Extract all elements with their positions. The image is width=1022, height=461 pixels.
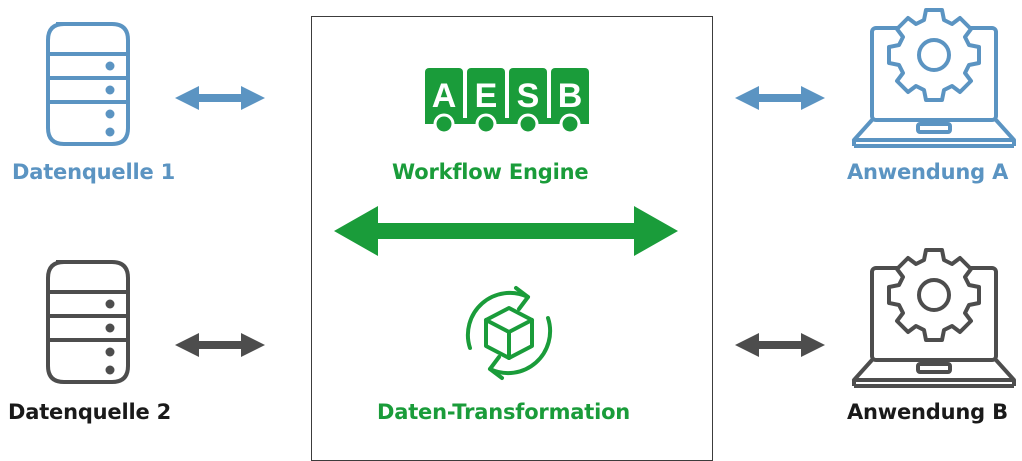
appB-label: Anwendung B (847, 400, 1008, 424)
blue-double-arrow-icon (735, 86, 825, 110)
logo-letter-s: S (517, 77, 540, 115)
logo-letter-e: E (475, 77, 498, 115)
blue-double-arrow-icon (175, 86, 265, 110)
gray-double-arrow-icon (735, 333, 825, 357)
laptop-gear-icon (852, 8, 1016, 148)
database-icon (46, 260, 130, 384)
laptop-gear-icon (852, 248, 1016, 388)
transformation-label: Daten-Transformation (377, 400, 631, 424)
logo-letter-b: B (558, 77, 583, 115)
gray-double-arrow-icon (175, 333, 265, 357)
workflow-engine-label: Workflow Engine (392, 160, 589, 184)
cycle-cube-icon (465, 286, 553, 380)
green-double-arrow-icon (334, 206, 678, 256)
source1-label: Datenquelle 1 (12, 160, 176, 184)
appA-label: Anwendung A (847, 160, 1009, 184)
source2-label: Datenquelle 2 (8, 400, 172, 424)
database-icon (46, 22, 130, 146)
logo-letter-a: A (432, 77, 457, 115)
aesb-logo: A E S B (425, 68, 589, 135)
